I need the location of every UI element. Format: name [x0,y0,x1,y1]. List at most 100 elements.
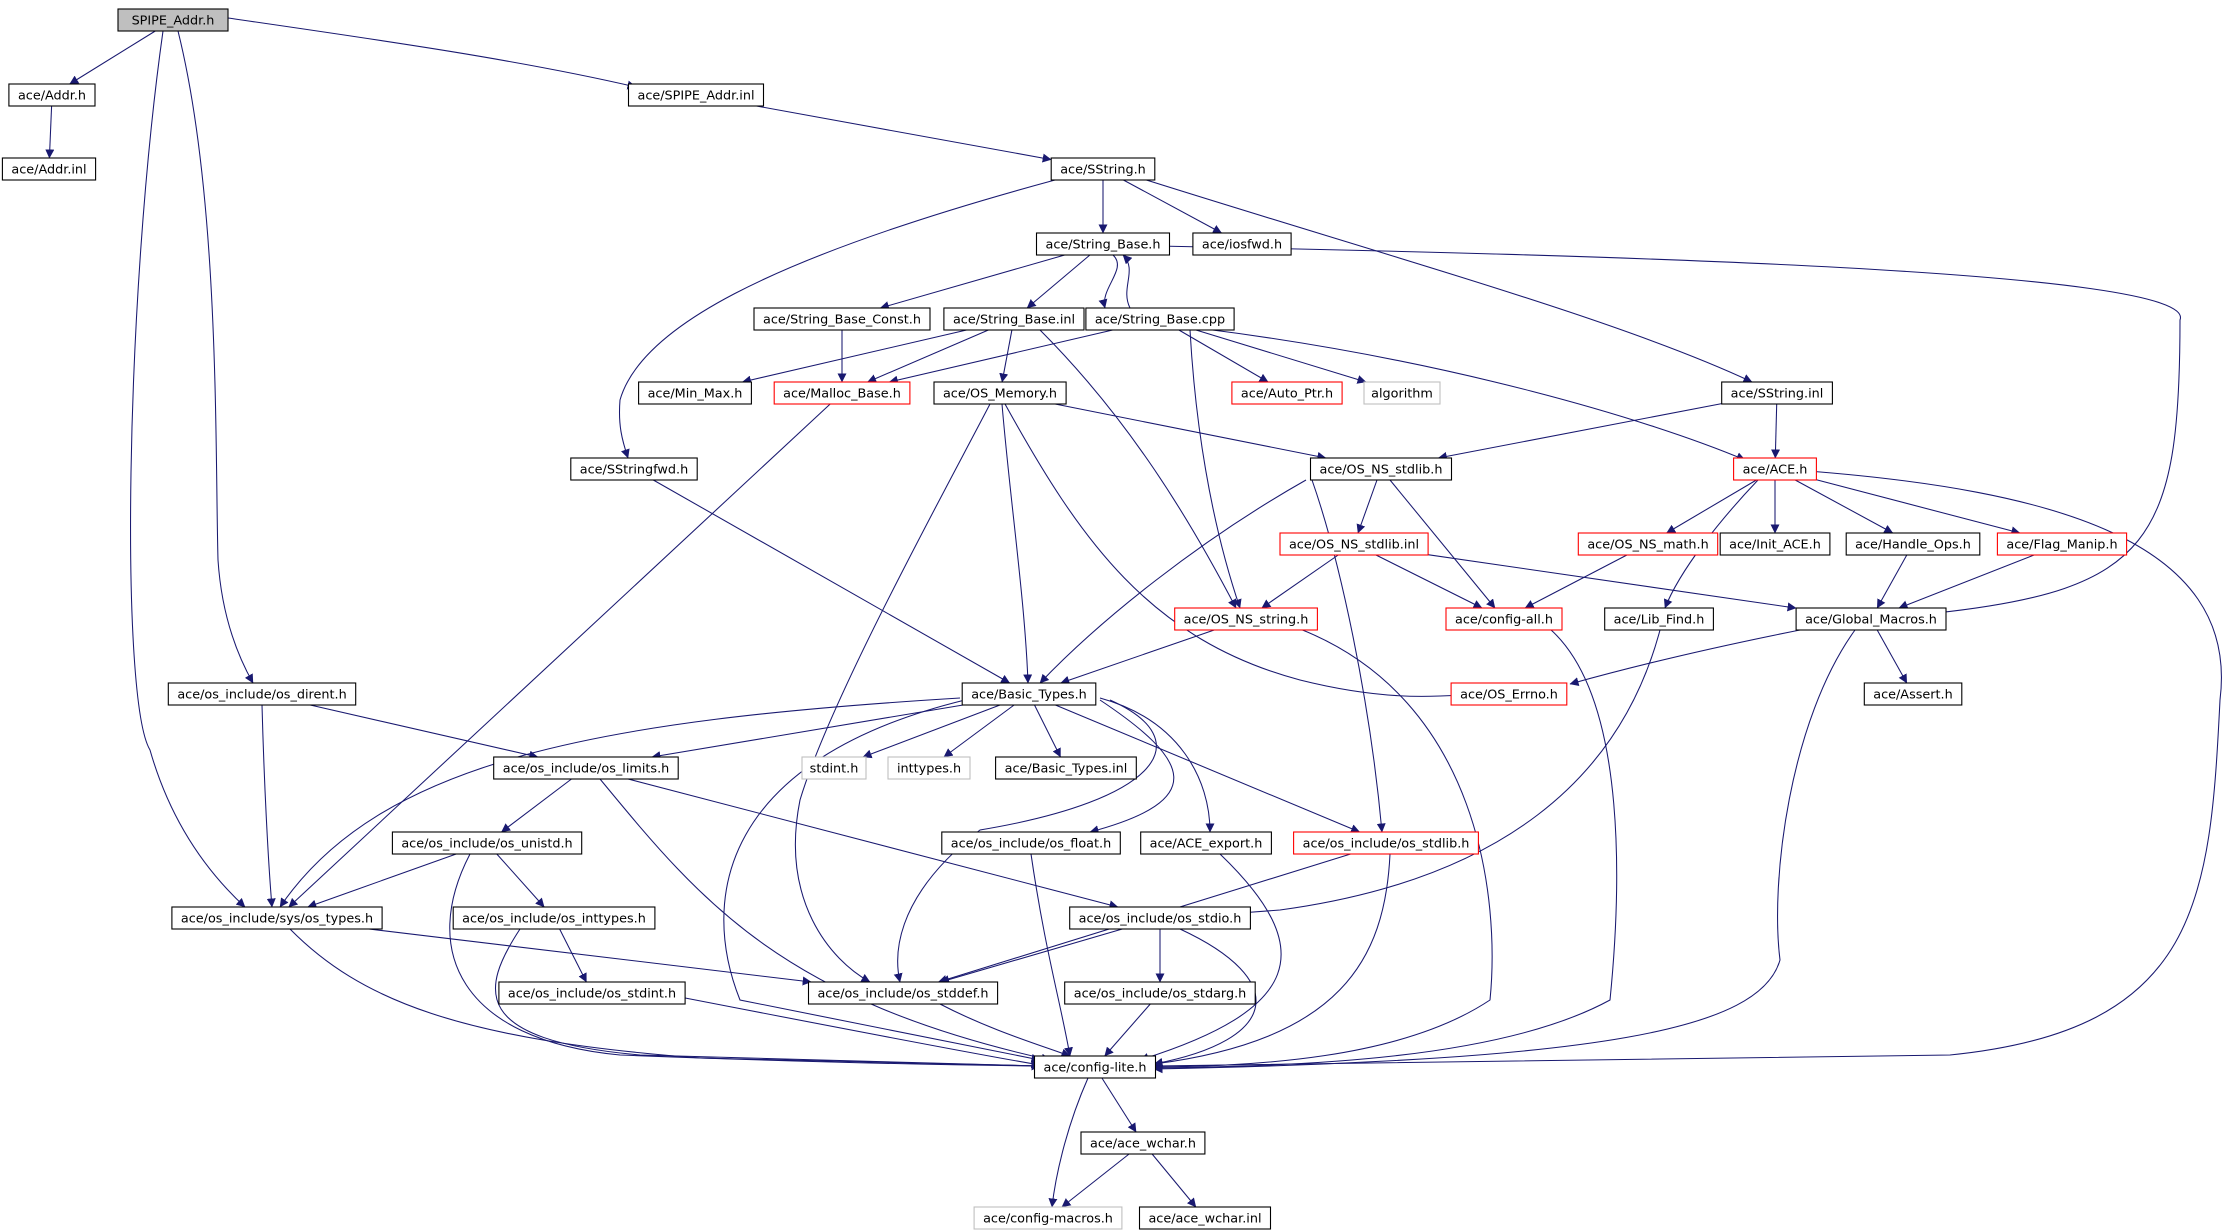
node-config-all-h[interactable]: ace/config-all.h [1445,607,1563,631]
node-basic-types-h[interactable]: ace/Basic_Types.h [961,682,1097,706]
node-ace-wchar-h[interactable]: ace/ace_wchar.h [1080,1131,1206,1155]
node-flag-manip-h[interactable]: ace/Flag_Manip.h [1996,532,2128,556]
node-box [1309,457,1453,481]
edge-os-stdio-h-to-os-stddef-h [940,928,1123,984]
node-algorithm: algorithm [1363,381,1441,405]
node-addr-h[interactable]: ace/Addr.h [8,83,96,107]
node-os-ns-string-h[interactable]: ace/OS_NS_string.h [1174,607,1318,631]
node-os-stddef-h[interactable]: ace/os_include/os_stddef.h [807,981,999,1005]
edge-string-base-cpp-to-string-base-h [1122,254,1133,309]
edge-os-memory-h-to-basic-types-h [1001,403,1033,684]
node-global-macros-h[interactable]: ace/Global_Macros.h [1795,607,1947,631]
node-label: ace/config-lite.h [1043,1061,1146,1076]
node-handle-ops-h[interactable]: ace/Handle_Ops.h [1845,532,1981,556]
node-box [943,307,1085,331]
edge-string-base-h-to-string-base-inl [1026,254,1091,309]
edge-malloc-base-h-to-sys-os-types-h [288,403,831,908]
node-label: ace/Handle_Ops.h [1855,538,1971,553]
node-iosfwd-h[interactable]: ace/iosfwd.h [1192,232,1292,256]
node-addr-inl[interactable]: ace/Addr.inl [1,157,97,181]
node-assert-h[interactable]: ace/Assert.h [1863,682,1963,706]
node-box [1,157,97,181]
node-spipe-addr-h[interactable]: SPIPE_Addr.h [117,8,229,32]
node-os-stdarg-h[interactable]: ace/os_include/os_stdarg.h [1064,981,1256,1005]
node-ace-wchar-inl[interactable]: ace/ace_wchar.inl [1138,1206,1272,1230]
node-sys-os-types-h[interactable]: ace/os_include/sys/os_types.h [171,906,383,930]
node-ace-export-h[interactable]: ace/ACE_export.h [1140,831,1272,855]
node-config-lite-h[interactable]: ace/config-lite.h [1033,1055,1157,1079]
node-os-ns-stdlib-h[interactable]: ace/OS_NS_stdlib.h [1309,457,1453,481]
node-label: ace/ace_wchar.h [1090,1137,1196,1152]
node-box [1050,157,1156,181]
node-string-base-cpp[interactable]: ace/String_Base.cpp [1085,307,1235,331]
node-box [1035,232,1171,256]
node-box [1231,381,1343,405]
node-sstring-h[interactable]: ace/SString.h [1050,157,1156,181]
edge-os-memory-h-to-os-stddef-h [795,403,991,983]
node-string-base-inl[interactable]: ace/String_Base.inl [943,307,1085,331]
node-box [961,682,1097,706]
edge-os-unistd-h-to-sys-os-types-h [307,853,457,909]
node-inttypes-h: inttypes.h [887,756,971,780]
node-label: ace/os_include/os_limits.h [503,762,670,777]
edge-os-dirent-h-to-os-limits-h [310,704,539,760]
node-os-limits-h[interactable]: ace/os_include/os_limits.h [493,756,679,780]
edge-os-ns-stdlib-h-to-os-ns-stdlib-inl [1356,479,1378,534]
node-sstring-inl[interactable]: ace/SString.inl [1721,381,1833,405]
node-init-ace-h[interactable]: ace/Init_ACE.h [1719,532,1831,556]
node-config-macros-h: ace/config-macros.h [973,1206,1123,1230]
edge-os-memory-h-to-os-errno-h [1004,403,1461,701]
edge-os-ns-string-h-to-basic-types-h [1060,629,1215,685]
node-ace-h[interactable]: ace/ACE.h [1733,457,1817,481]
node-box [452,906,656,930]
node-min-max-h[interactable]: ace/Min_Max.h [638,381,752,405]
node-os-errno-h[interactable]: ace/OS_Errno.h [1450,682,1568,706]
edge-handle-ops-h-to-global-macros-h [1876,554,1908,609]
node-box [1450,682,1568,706]
node-box [933,381,1067,405]
node-box [1085,307,1235,331]
node-label: ace/os_include/os_float.h [951,837,1111,852]
edge-basic-types-h-to-stdint-h [862,704,1001,759]
edge-sys-os-types-h-to-os-stddef-h [368,928,812,986]
node-malloc-base-h[interactable]: ace/Malloc_Base.h [773,381,911,405]
node-os-unistd-h[interactable]: ace/os_include/os_unistd.h [391,831,583,855]
node-os-float-h[interactable]: ace/os_include/os_float.h [941,831,1121,855]
node-sstringfwd-h[interactable]: ace/SStringfwd.h [570,457,698,481]
node-box [1363,381,1441,405]
node-os-ns-stdlib-inl[interactable]: ace/OS_NS_stdlib.inl [1279,532,1429,556]
node-os-stdlib-h[interactable]: ace/os_include/os_stdlib.h [1293,831,1479,855]
node-os-dirent-h[interactable]: ace/os_include/os_dirent.h [167,682,357,706]
node-string-base-h[interactable]: ace/String_Base.h [1035,232,1171,256]
node-os-stdint-h[interactable]: ace/os_include/os_stdint.h [498,981,686,1005]
node-os-stdio-h[interactable]: ace/os_include/os_stdio.h [1069,906,1251,930]
node-box [1445,607,1563,631]
edge-config-lite-h-to-ace-wchar-h [1101,1077,1137,1133]
node-label: ace/os_include/os_stdint.h [508,987,676,1002]
node-label: ace/Auto_Ptr.h [1241,387,1333,402]
node-lib-find-h[interactable]: ace/Lib_Find.h [1604,607,1714,631]
node-label: ace/Addr.h [18,89,86,104]
node-label: ace/os_include/os_inttypes.h [462,912,646,927]
node-string-base-const-h[interactable]: ace/String_Base_Const.h [753,307,931,331]
node-label: ace/os_include/os_stddef.h [817,987,988,1002]
node-label: stdint.h [810,762,859,777]
node-basic-types-inl[interactable]: ace/Basic_Types.inl [995,756,1137,780]
node-os-ns-math-h[interactable]: ace/OS_NS_math.h [1577,532,1719,556]
node-box [1174,607,1318,631]
edge-basic-types-h-to-os-limits-h [651,704,964,761]
node-box [1863,682,1963,706]
edge-basic-types-h-to-os-float-h [1089,699,1175,835]
node-auto-ptr-h[interactable]: ace/Auto_Ptr.h [1231,381,1343,405]
node-os-inttypes-h[interactable]: ace/os_include/os_inttypes.h [452,906,656,930]
node-label: ace/String_Base.cpp [1095,313,1225,328]
edge-basic-types-h-to-sys-os-types-h [279,697,961,908]
node-box [1604,607,1714,631]
node-os-memory-h[interactable]: ace/OS_Memory.h [933,381,1067,405]
edge-sys-os-types-h-to-config-lite-h [289,928,1041,1071]
node-spipe-addr-inl[interactable]: ace/SPIPE_Addr.inl [627,83,765,107]
node-box [1719,532,1831,556]
node-box [638,381,752,405]
node-box [1577,532,1719,556]
